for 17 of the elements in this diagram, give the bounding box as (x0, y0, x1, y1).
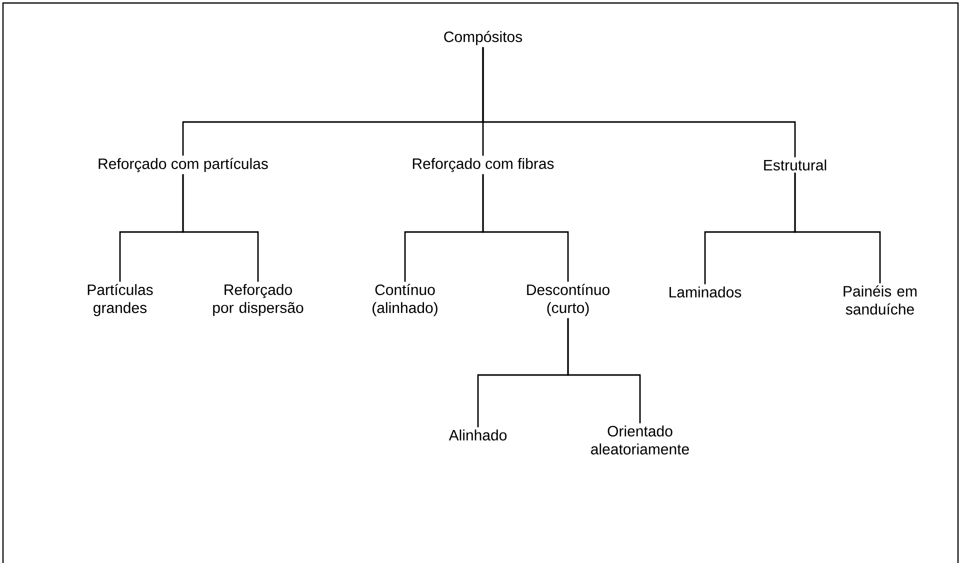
node-label: Contínuo (alinhado) (372, 284, 438, 316)
tree-connector (567, 318, 641, 424)
tree-connector (794, 172, 881, 284)
node-label: Estrutural (764, 160, 826, 170)
node-label: Compósitos (444, 30, 522, 46)
node-label: Descontínuo (curto) (527, 284, 610, 316)
node-label: Orientado aleatoriamente (591, 426, 689, 454)
tree-connector (182, 174, 259, 282)
node-label: Painéis em sanduíche (844, 285, 916, 315)
node-label: Laminados (670, 286, 742, 298)
node-label: Reforçado com partículas (98, 158, 268, 172)
tree-connector (482, 174, 569, 282)
node-label: Reforçado com fibras (412, 158, 554, 172)
node-label: Alinhado (448, 430, 507, 440)
node-label: Partículas grandes (88, 284, 153, 316)
tree-connector (482, 47, 796, 158)
node-label: Reforçado por dispersão (213, 284, 304, 316)
